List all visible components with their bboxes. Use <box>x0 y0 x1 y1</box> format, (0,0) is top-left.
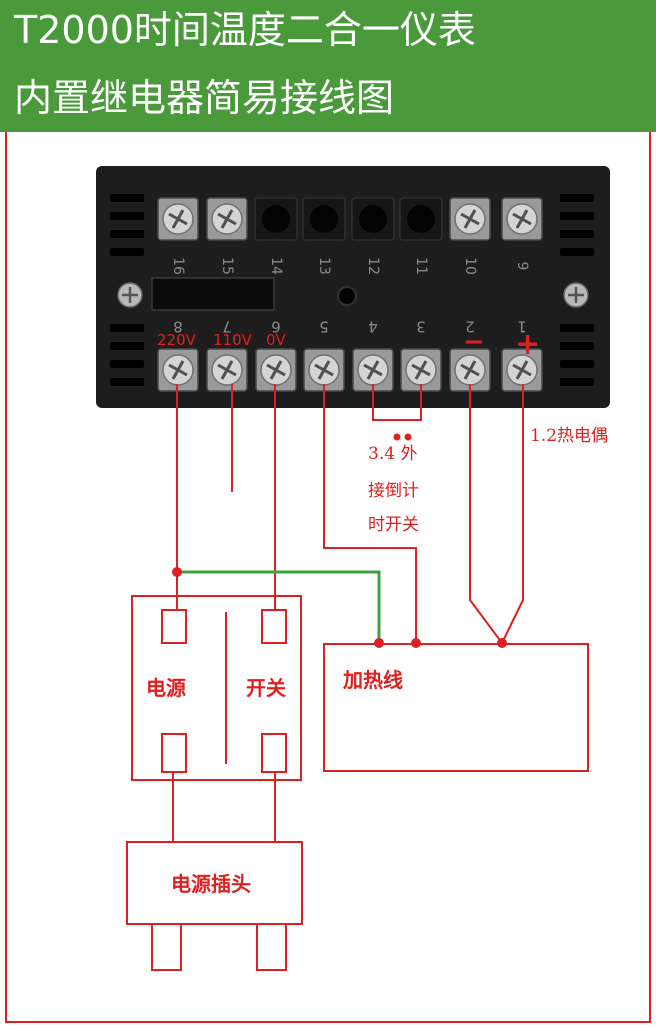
top-terminal-numbers: 16 15 14 13 12 11 10 9 <box>170 257 530 275</box>
label-window <box>151 277 275 311</box>
wire-junctions <box>172 433 507 648</box>
heater-box <box>323 643 589 772</box>
terminal-13-empty <box>302 197 346 241</box>
power-contact-top <box>161 609 187 644</box>
mounting-screw-left <box>117 282 143 308</box>
terminal-number-13: 13 <box>316 257 332 275</box>
plug-prong-left <box>151 923 182 971</box>
timer-note-line-3: 时开关 <box>368 515 419 535</box>
power-contact-bottom <box>161 733 187 773</box>
power-label: 电源 <box>146 676 186 700</box>
terminal-number-2: 2 <box>465 318 475 336</box>
plug-body <box>126 841 303 925</box>
voltage-label-0v: 0V <box>266 331 287 349</box>
terminal-12-empty <box>351 197 395 241</box>
terminal-number-7: 7 <box>222 318 232 336</box>
meter-rear-panel <box>96 166 610 408</box>
mounting-screw-right <box>563 282 589 308</box>
terminal-number-16: 16 <box>170 257 186 275</box>
terminal-number-12: 12 <box>365 257 381 275</box>
voltage-label-220v: 220V <box>157 331 197 349</box>
terminal-screw-5 <box>303 348 345 392</box>
wire-terminal-5 <box>323 384 417 643</box>
timer-note-line-1: 3.4 外 <box>368 444 417 464</box>
bottom-terminal-numbers: 8 7 6 5 4 3 2 1 <box>173 318 527 336</box>
terminal-number-11: 11 <box>413 257 429 275</box>
bottom-terminal-row <box>157 348 543 392</box>
terminal-screw-7 <box>206 348 248 392</box>
terminal-number-4: 4 <box>368 318 378 336</box>
power-switch-outline <box>131 595 302 781</box>
heater-label: 加热线 <box>342 668 403 692</box>
terminal-number-14: 14 <box>268 257 284 275</box>
terminal-number-5: 5 <box>319 318 329 336</box>
title-banner: T2000时间温度二合一仪表 内置继电器简易接线图 <box>0 0 656 132</box>
switch-contact-top <box>261 609 287 644</box>
plus-label: + <box>515 327 540 362</box>
minus-label: − <box>463 327 485 357</box>
page-subtitle: 内置继电器简易接线图 <box>14 76 395 120</box>
terminal-screw-6 <box>255 348 297 392</box>
wire-terminal-4-3 <box>372 384 422 421</box>
vent-slots-left <box>110 194 144 386</box>
switch-label: 开关 <box>246 676 286 700</box>
timer-note-line-2: 接倒计 <box>368 481 419 501</box>
terminal-screw-1 <box>501 348 543 392</box>
wire-terminal-1 <box>501 384 524 644</box>
terminal-number-10: 10 <box>462 257 478 275</box>
junction-220v <box>172 567 182 577</box>
top-terminal-row <box>157 197 543 241</box>
terminal-14-empty <box>254 197 298 241</box>
power-switch-box <box>131 595 302 781</box>
terminal-screw-2 <box>449 348 491 392</box>
center-hole <box>337 286 357 306</box>
terminal-screw-8 <box>157 348 199 392</box>
terminal-screw-15 <box>206 197 248 241</box>
page-title: T2000时间温度二合一仪表 <box>14 8 476 52</box>
terminal-number-3: 3 <box>416 318 426 336</box>
terminal-number-15: 15 <box>219 257 235 275</box>
wire-green-neutral <box>177 570 381 643</box>
plug-label: 电源插头 <box>171 872 251 896</box>
terminal-screw-16 <box>157 197 199 241</box>
terminal-screw-10 <box>449 197 491 241</box>
plug-prong-right <box>256 923 287 971</box>
voltage-labels: 220V 110V 0V <box>157 331 287 349</box>
junction-timer-right <box>404 433 412 441</box>
wire-terminal-2 <box>469 384 503 644</box>
junction-timer-left <box>393 433 401 441</box>
vent-slots-right <box>560 194 594 386</box>
terminal-number-9: 9 <box>514 262 530 271</box>
thermocouple-label: 1.2热电偶 <box>530 426 608 446</box>
outer-frame <box>5 132 651 1023</box>
terminal-number-8: 8 <box>173 318 183 336</box>
timer-switch-note: 3.4 外 接倒计 时开关 <box>368 444 419 535</box>
terminal-number-1: 1 <box>517 318 527 336</box>
power-plug <box>126 841 303 971</box>
switch-contact-bottom <box>261 733 287 773</box>
voltage-label-110v: 110V <box>213 331 253 349</box>
terminal-screw-9 <box>501 197 543 241</box>
wires <box>172 384 524 842</box>
terminal-number-6: 6 <box>271 318 281 336</box>
terminal-screw-3 <box>400 348 442 392</box>
terminal-11-empty <box>399 197 443 241</box>
